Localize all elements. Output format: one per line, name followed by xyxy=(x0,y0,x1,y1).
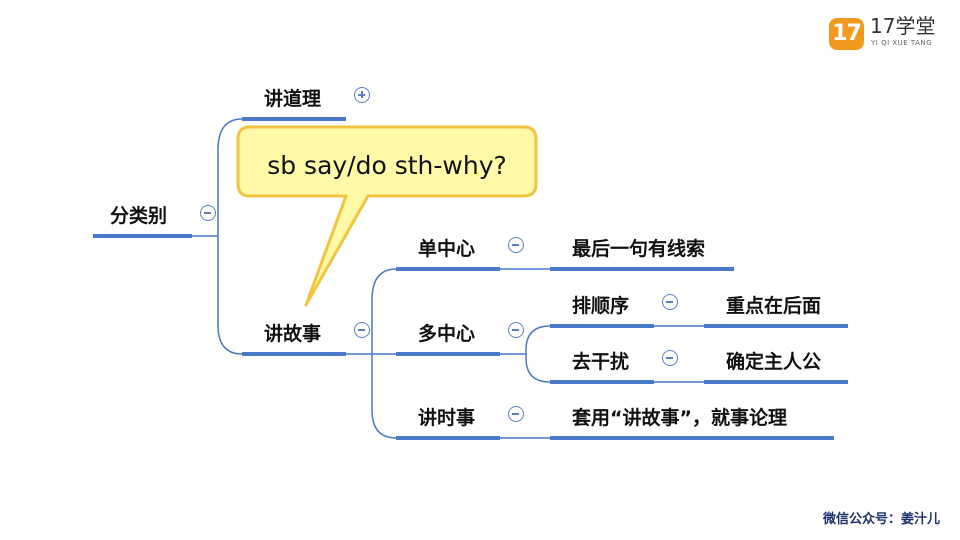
subitem-distraction-toggle[interactable] xyxy=(662,350,678,366)
branch-reasoning-expand-toggle[interactable] xyxy=(354,87,370,103)
detail-single-center-label: 最后一句有线索 xyxy=(572,238,706,260)
detail-distraction-label: 确定主人公 xyxy=(726,351,822,373)
connector-multi-subitems xyxy=(500,325,551,383)
child-single-center-toggle[interactable] xyxy=(508,237,524,253)
detail-distraction-underline xyxy=(704,380,848,384)
child-multi-center-underline xyxy=(396,352,500,356)
root-node-label: 分类别 xyxy=(110,205,168,227)
child-multi-center-label: 多中心 xyxy=(418,323,476,345)
branch-reasoning-underline xyxy=(242,117,346,121)
root-collapse-toggle[interactable] xyxy=(200,205,216,221)
child-current-events-label: 讲时事 xyxy=(418,407,476,429)
logo-subtitle: YI QI XUE TANG xyxy=(871,39,933,47)
callout-bubble xyxy=(236,125,538,307)
root-node-underline xyxy=(93,234,192,238)
branch-story-collapse-toggle[interactable] xyxy=(354,322,370,338)
connector-root-branches xyxy=(192,118,243,355)
callout-text: sb say/do sth-why? xyxy=(267,151,507,180)
detail-current-events-underline xyxy=(550,436,834,440)
subitem-order-toggle[interactable] xyxy=(662,294,678,310)
detail-order-underline xyxy=(704,324,848,328)
subitem-order-label: 排顺序 xyxy=(572,295,630,317)
branch-story-label: 讲故事 xyxy=(264,323,322,345)
logo-name: 17学堂 xyxy=(870,14,936,38)
subitem-order-underline xyxy=(550,324,654,328)
child-current-events-toggle[interactable] xyxy=(508,406,524,422)
logo-badge: 17 xyxy=(829,18,864,50)
child-single-center-label: 单中心 xyxy=(418,238,476,260)
connector-story-children xyxy=(346,268,397,439)
child-single-center-underline xyxy=(396,267,500,271)
branch-reasoning-label: 讲道理 xyxy=(264,88,322,110)
detail-current-events-label: 套用“讲故事”，就事论理 xyxy=(572,407,787,429)
detail-order-label: 重点在后面 xyxy=(726,295,822,317)
branch-story-underline xyxy=(242,352,346,356)
detail-single-center-underline xyxy=(550,267,734,271)
child-current-events-underline xyxy=(396,436,500,440)
footer-credit: 微信公众号：姜汁儿 xyxy=(822,512,940,527)
child-multi-center-toggle[interactable] xyxy=(508,322,524,338)
subitem-distraction-underline xyxy=(550,380,654,384)
subitem-distraction-label: 去干扰 xyxy=(572,351,630,373)
